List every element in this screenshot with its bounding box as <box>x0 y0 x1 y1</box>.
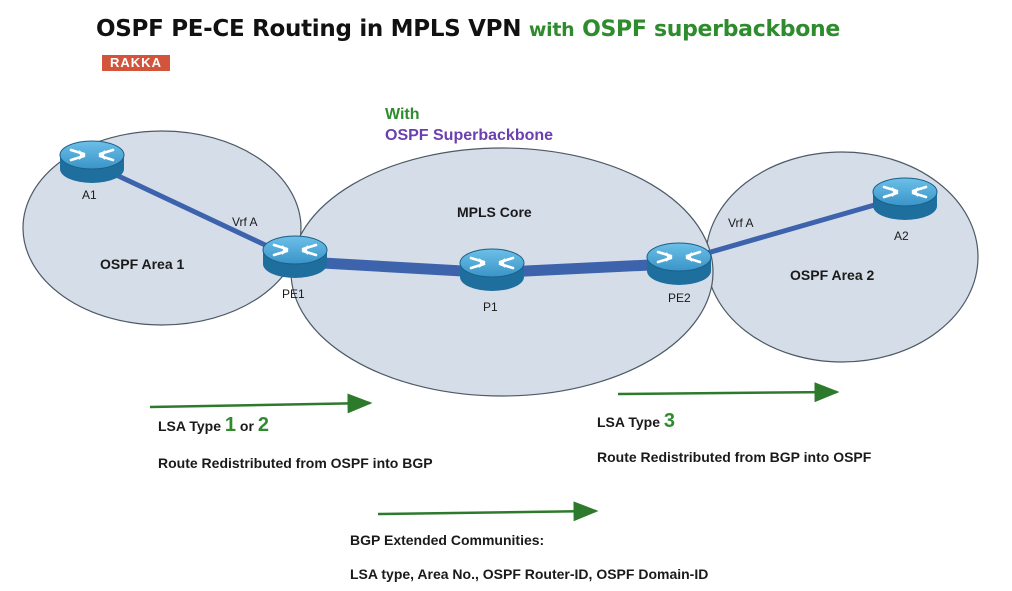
lsa-right-prefix: LSA Type <box>597 414 664 430</box>
annotation-with: With <box>385 106 420 123</box>
router-pe2-icon <box>646 241 712 287</box>
lsa-right-desc: Route Redistributed from BGP into OSPF <box>597 449 872 465</box>
title-with: with <box>528 19 575 41</box>
vrf-right-label: Vrf A <box>728 216 754 230</box>
lsa-left-num2: 2 <box>257 414 269 436</box>
router-p1-label: P1 <box>483 300 498 314</box>
lsa-left-num1: 1 <box>224 414 237 436</box>
area-1-label: OSPF Area 1 <box>100 256 185 272</box>
title-highlight: OSPF superbackbone <box>582 17 841 42</box>
mpls-core-label: MPLS Core <box>457 204 532 220</box>
link-pe2-a2 <box>689 199 886 261</box>
bgp-ext-desc: LSA type, Area No., OSPF Router-ID, OSPF… <box>350 566 709 582</box>
lsa-right-num: 3 <box>663 410 676 432</box>
link-p1-pe2 <box>504 258 671 278</box>
title-main: OSPF PE-CE Routing in MPLS VPN <box>96 16 522 42</box>
link-pe1-p1 <box>304 256 481 278</box>
bgp-ext-heading: BGP Extended Communities: <box>350 532 545 548</box>
arrow-right <box>617 382 840 403</box>
logo: RAKKA <box>102 55 170 71</box>
router-pe2-label: PE2 <box>668 291 691 305</box>
router-a1-label: A1 <box>82 188 97 202</box>
arrow-left <box>149 393 373 414</box>
router-a1-icon <box>59 139 125 185</box>
lsa-left-prefix: LSA Type <box>158 418 225 434</box>
vrf-left-label: Vrf A <box>232 215 258 229</box>
page-title: OSPF PE-CE Routing in MPLS VPN with OSPF… <box>96 16 840 42</box>
router-a2-icon <box>872 176 938 222</box>
router-a2-label: A2 <box>894 229 909 243</box>
lsa-left-desc: Route Redistributed from OSPF into BGP <box>158 455 433 471</box>
router-p1-icon <box>459 247 525 293</box>
area-2-ellipse <box>705 151 979 363</box>
lsa-left-or: or <box>236 418 258 434</box>
lsa-left-heading: LSA Type 1 or 2 <box>158 414 269 437</box>
arrow-bottom <box>377 501 599 522</box>
annotation-superbackbone: OSPF Superbackbone <box>385 127 554 144</box>
link-a1-pe1 <box>108 169 282 255</box>
router-pe1-label: PE1 <box>282 287 305 301</box>
router-pe1-icon <box>262 234 328 280</box>
lsa-right-heading: LSA Type 3 <box>597 410 675 433</box>
area-2-label: OSPF Area 2 <box>790 267 875 283</box>
